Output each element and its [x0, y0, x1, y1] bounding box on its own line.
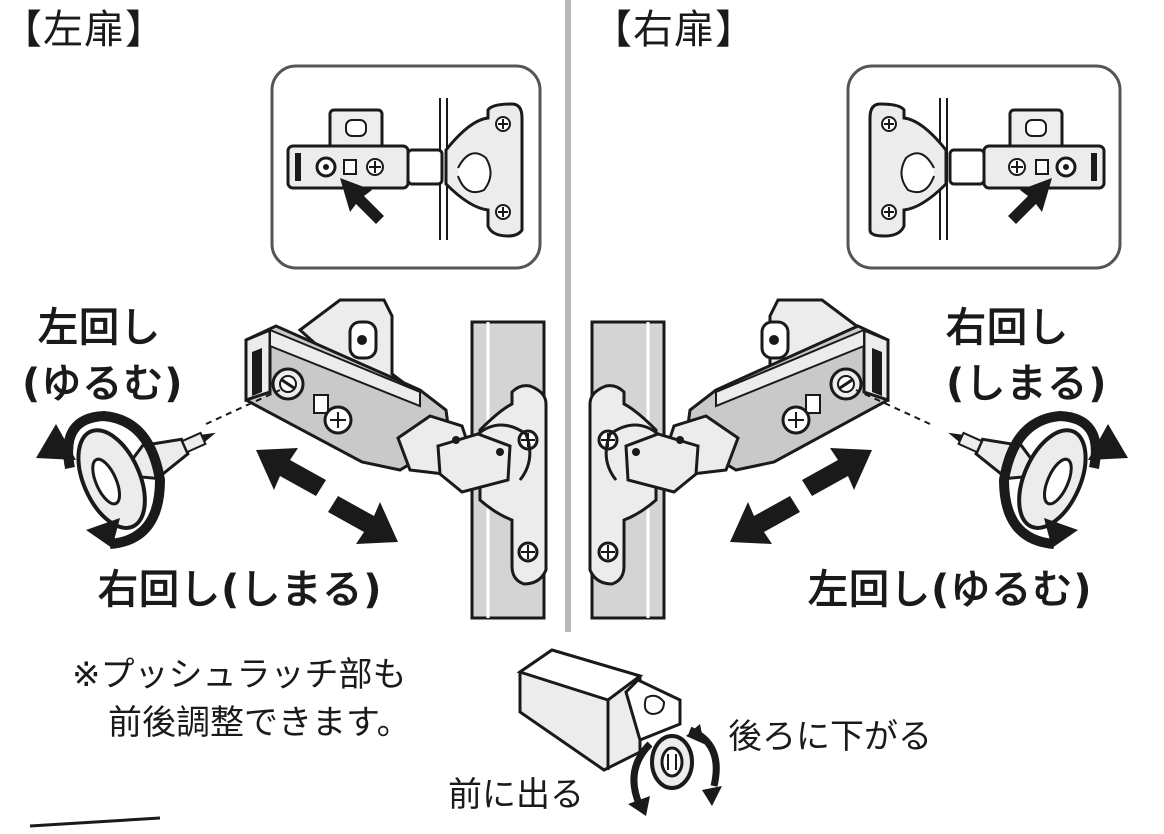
note-line-1: ※プッシュラッチ部も: [72, 655, 407, 695]
left-hinge-arm: [244, 324, 532, 494]
latch-backward-label: 後ろに下がる: [728, 717, 932, 757]
note-line-2: 前後調整できます。: [108, 703, 411, 743]
right-turn-right-label: 右回し: [946, 305, 1069, 351]
right-door-header: 【右扉】: [592, 7, 756, 53]
left-turn-left-note: (ゆるむ): [22, 361, 184, 407]
left-rotation-arc: [63, 410, 166, 549]
right-turn-right-note: (しまる): [946, 361, 1108, 407]
page-edge-line: [29, 816, 161, 828]
left-door-header: 【左扉】: [2, 7, 166, 53]
right-hinge-arm: [604, 324, 890, 494]
left-turn-right-label: 右回し(しまる): [98, 567, 383, 613]
latch-forward-label: 前に出る: [448, 775, 584, 815]
right-inset-box: [846, 64, 1122, 270]
right-slide-arrows: [730, 448, 872, 544]
right-turn-left-label: 左回し(ゆるむ): [808, 567, 1093, 613]
center-divider: [565, 0, 571, 632]
left-turn-left-label: 左回し: [38, 305, 161, 351]
push-latch-illustration: [516, 648, 722, 816]
right-rotation-arc: [998, 410, 1101, 549]
right-screwdriver: [948, 428, 1088, 530]
left-door-section: [36, 64, 548, 620]
right-door-section: [588, 64, 1128, 620]
left-slide-arrows: [256, 448, 398, 544]
left-inset-box: [270, 64, 542, 270]
